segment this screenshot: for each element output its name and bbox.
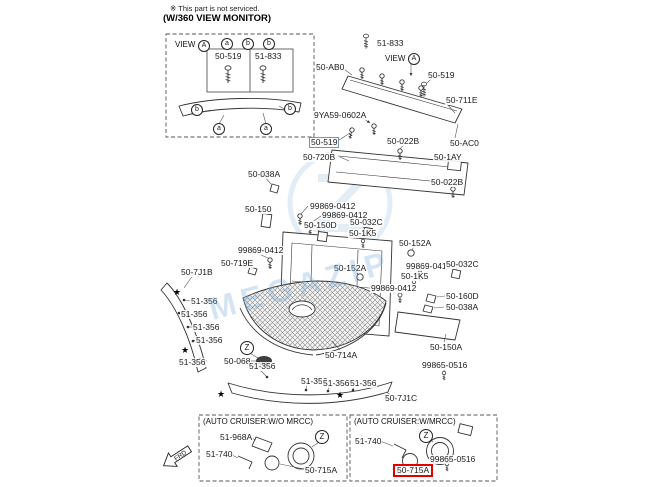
callout-letter: b (191, 104, 203, 116)
part-label[interactable]: 99869-0412 (405, 261, 453, 271)
part-label[interactable]: 50-720B (302, 152, 337, 162)
part-label[interactable]: 50-519 (214, 51, 243, 61)
part-label[interactable]: 50-150 (244, 204, 273, 214)
part-label[interactable]: 50-1AY (433, 152, 463, 162)
part-label[interactable]: 51-356 (248, 361, 277, 371)
part-label[interactable]: 99865-0516 (421, 360, 469, 370)
service-note: ※ This part is not serviced. (170, 4, 260, 13)
part-label[interactable]: 51-833 (254, 51, 283, 61)
part-label[interactable]: 50-152A (398, 238, 433, 248)
callout-letter: a (213, 123, 225, 135)
part-label[interactable]: 50-AC0 (449, 138, 480, 148)
part-label[interactable]: 51-968A (219, 432, 254, 442)
callout-z: Z (240, 341, 254, 355)
callout-letter: a (260, 123, 272, 135)
part-label-selected[interactable]: 50-715A (393, 464, 434, 477)
part-label[interactable]: 51-740 (354, 436, 383, 446)
callout-letter: a (221, 38, 233, 50)
part-label[interactable]: 51-356 (192, 322, 221, 332)
part-label[interactable]: 50-022B (430, 177, 465, 187)
part-label[interactable]: 99869-0412 (237, 245, 285, 255)
part-label[interactable]: 51-740 (205, 449, 234, 459)
view-label: VIEW (175, 40, 196, 49)
part-label[interactable]: 50-068 (223, 356, 252, 366)
not-serviced-marker: ★ (336, 390, 345, 400)
part-label[interactable]: 51-356 (195, 335, 224, 345)
part-label[interactable]: 50-038A (247, 169, 282, 179)
callout-z: Z (419, 429, 433, 443)
detail-boxes (165, 33, 498, 482)
part-label[interactable]: 51-356 (300, 376, 329, 386)
part-label[interactable]: 99869-0412 (370, 283, 418, 293)
callout-letter: b (242, 38, 254, 50)
callout-letter: A (198, 40, 210, 52)
part-label[interactable]: 51-356 (349, 378, 378, 388)
part-label[interactable]: 51-833 (376, 38, 405, 48)
callout-letter: b (263, 38, 275, 50)
part-label[interactable]: 50-711E (445, 95, 479, 105)
front-direction-arrow: FRD (162, 445, 193, 467)
part-label[interactable]: 51-356 (322, 378, 351, 388)
part-label[interactable]: 50-714A (324, 350, 359, 360)
part-label[interactable]: 99865-0516 (429, 454, 477, 464)
part-label[interactable]: 51-356 (180, 309, 209, 319)
part-label[interactable]: 50-150D (303, 220, 338, 230)
not-serviced-marker: ★ (173, 287, 182, 297)
not-serviced-marker: ★ (217, 389, 226, 399)
part-label[interactable]: 50-1K5 (348, 228, 378, 238)
part-label[interactable]: 99869-0412 (309, 201, 357, 211)
callout-z: Z (315, 430, 329, 444)
part-label[interactable]: 50-1K5 (400, 271, 430, 281)
part-label[interactable]: 50-7J1C (384, 393, 419, 403)
part-label[interactable]: 99869-0412 (321, 210, 369, 220)
part-label[interactable]: 50-519 (427, 70, 456, 80)
part-label[interactable]: 9YA59-0602A (313, 110, 368, 120)
part-label[interactable]: 50-038A (445, 302, 480, 312)
section-title: (AUTO CRUISER:W/MRCC) (354, 417, 456, 426)
part-label[interactable]: 51-356 (190, 296, 219, 306)
part-label[interactable]: 50-152A (333, 263, 368, 273)
part-label[interactable]: 50-032C (445, 259, 480, 269)
part-label[interactable]: 50-AB0 (315, 62, 346, 72)
callout-letter: b (284, 103, 296, 115)
part-label[interactable]: 50-715A (304, 465, 339, 475)
part-label[interactable]: 50-719E (220, 258, 255, 268)
part-label[interactable]: 50-7J1B (180, 267, 214, 277)
part-label[interactable]: 51-356 (178, 357, 207, 367)
part-label[interactable]: 50-022B (386, 136, 421, 146)
part-label[interactable]: 50-160D (445, 291, 480, 301)
part-label[interactable]: 50-150A (429, 342, 464, 352)
diagram-title: (W/360 VIEW MONITOR) (163, 13, 272, 24)
part-label-highlighted[interactable]: 50-519 (309, 137, 340, 148)
not-serviced-marker: ★ (181, 345, 190, 355)
section-title: (AUTO CRUISER:W/O MRCC) (203, 417, 314, 426)
part-label[interactable]: 50-032C (349, 217, 384, 227)
view-label: VIEW (385, 54, 406, 63)
callout-letter: A (408, 53, 420, 65)
